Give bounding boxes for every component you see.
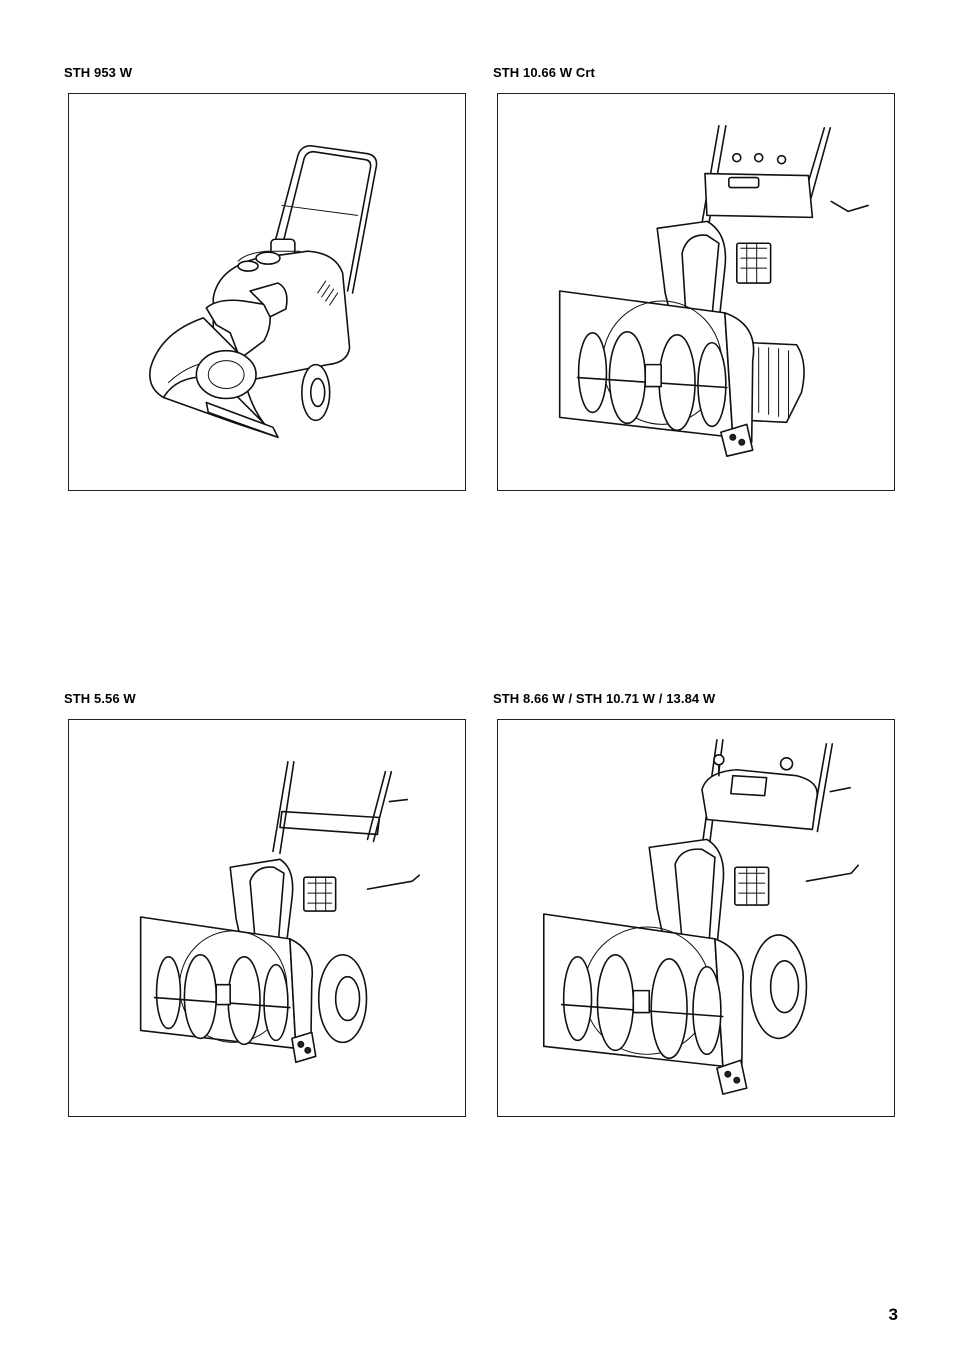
two-stage-wheeled-snow-thrower-large-illustration: [542, 739, 859, 1095]
figure-caption-sth-8-66-w-sth-10-71-w-13-84-w: STH 8.66 W / STH 10.71 W / 13.84 W: [493, 691, 716, 706]
figure-frame-sth-953-w: [68, 93, 466, 491]
figure-frame-sth-10-66-w-crt: [497, 93, 895, 491]
two-stage-wheeled-snow-thrower-illustration: [139, 760, 421, 1064]
single-stage-snow-thrower-illustration: [149, 144, 378, 439]
page-number: 3: [888, 1305, 898, 1324]
figure-caption-sth-953-w: STH 953 W: [64, 65, 133, 80]
figure-caption-sth-5-56-w: STH 5.56 W: [64, 691, 136, 706]
figure-frame-sth-5-56-w: [68, 719, 466, 1117]
two-stage-tracked-snow-thrower-illustration: [558, 125, 869, 457]
figure-frame-sth-8-66-w-sth-10-71-w-13-84-w: [497, 719, 895, 1117]
figure-caption-sth-10-66-w-crt: STH 10.66 W Crt: [493, 65, 595, 80]
